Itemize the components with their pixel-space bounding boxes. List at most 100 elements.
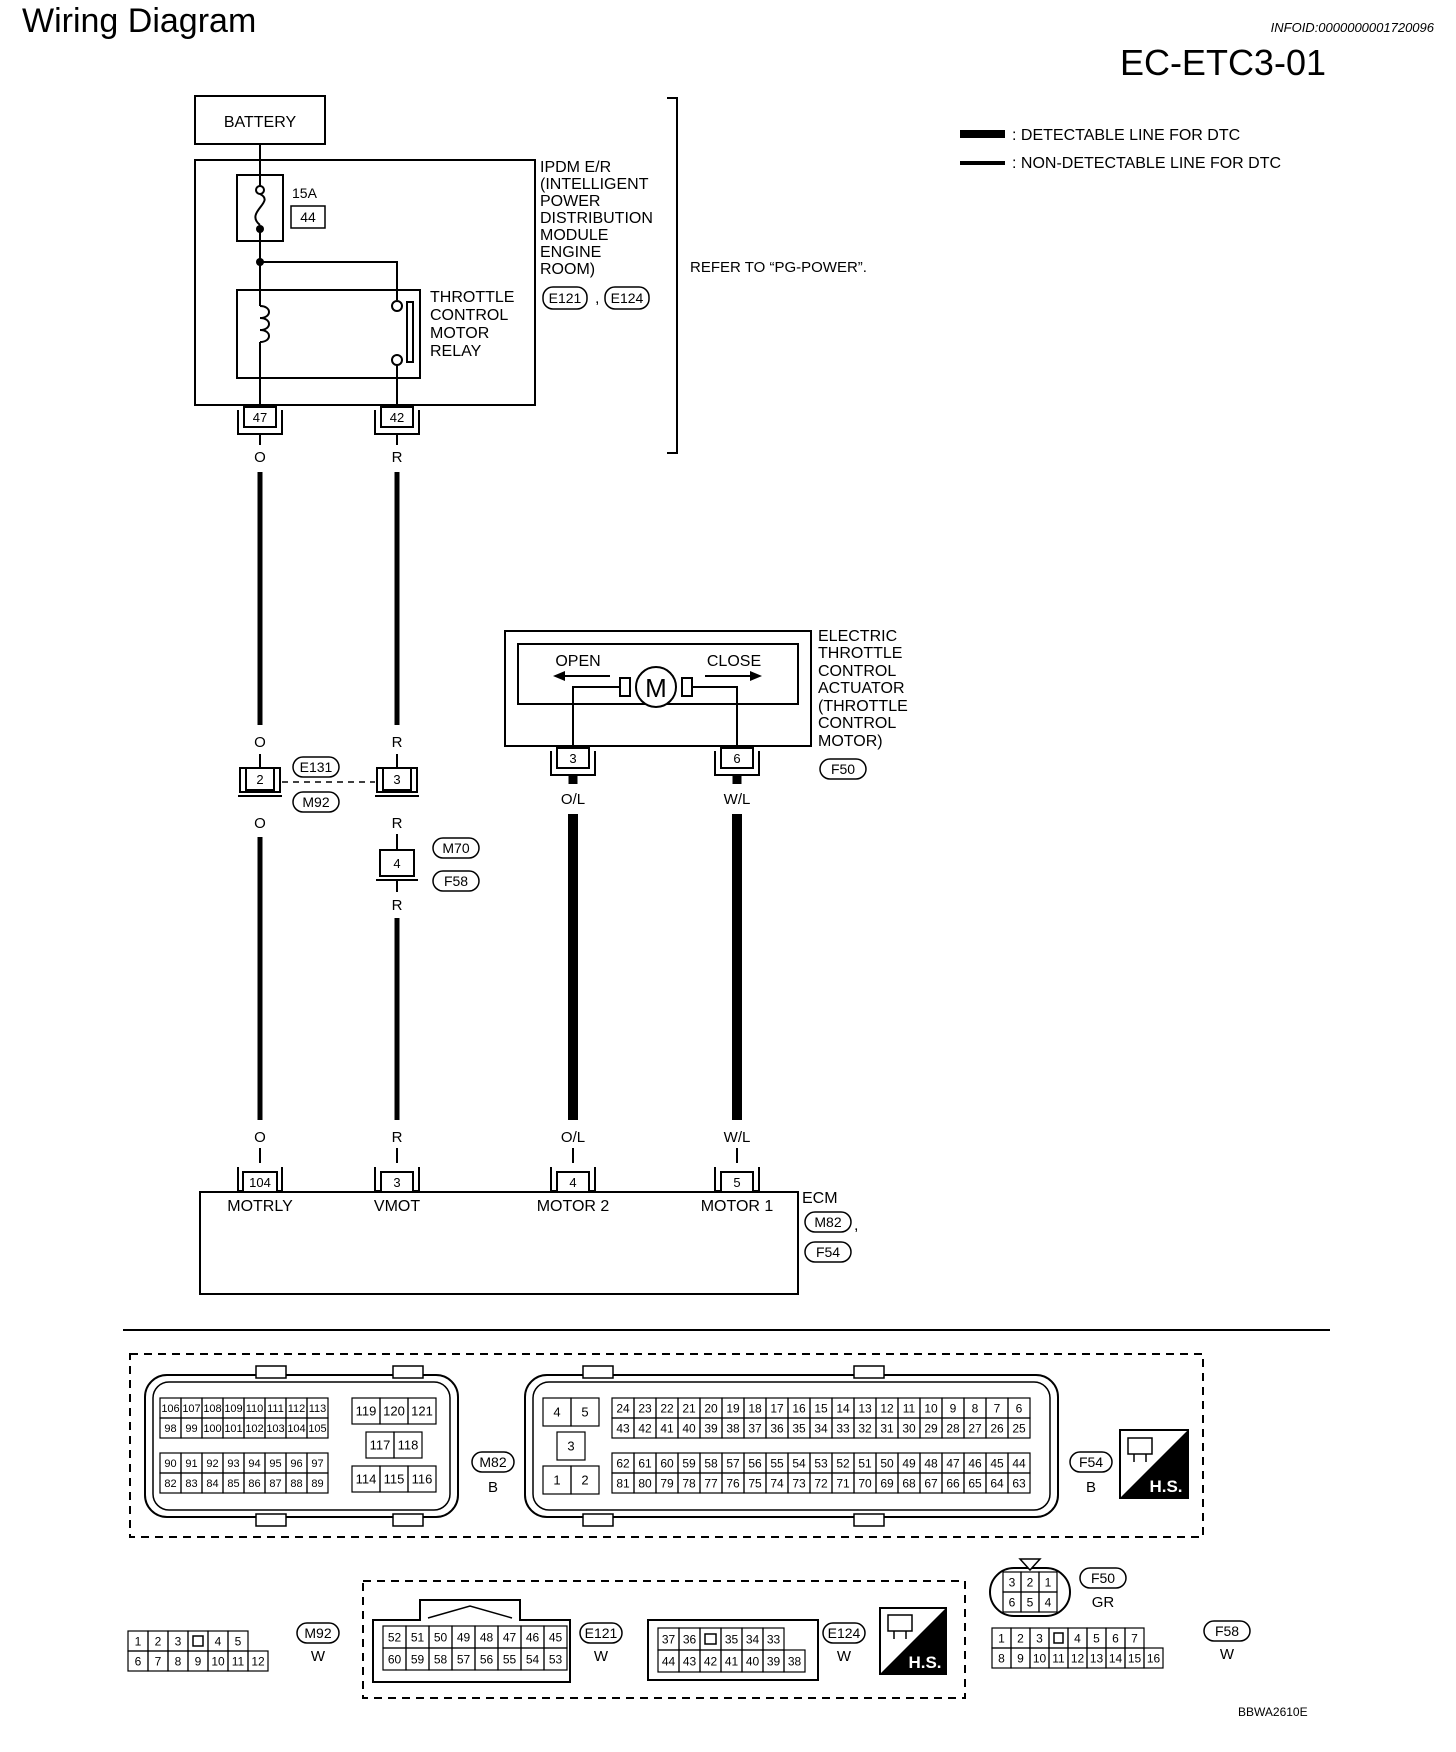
terminal-number: 103 [266, 1423, 284, 1435]
svg-text:4: 4 [569, 1175, 576, 1190]
actuator-label: ELECTRIC THROTTLE CONTROL ACTUATOR (THRO… [818, 628, 912, 750]
terminal-number: 33 [767, 1632, 781, 1646]
m92-view-color: W [311, 1648, 326, 1665]
terminal-number: 34 [814, 1421, 828, 1435]
terminal-number: 58 [704, 1456, 718, 1470]
terminal-number: 56 [748, 1456, 762, 1470]
terminal-number: 113 [309, 1403, 327, 1415]
relay-label: THROTTLE CONTROL MOTOR RELAY [430, 289, 519, 360]
terminal-number: 24 [616, 1401, 630, 1415]
terminal-number: 58 [434, 1652, 448, 1666]
terminal-number: 50 [434, 1630, 448, 1644]
terminal-number: 5 [1027, 1595, 1034, 1609]
terminal-number: 53 [549, 1652, 563, 1666]
terminal-number: 17 [770, 1401, 784, 1415]
terminal-number: 59 [682, 1456, 696, 1470]
terminal-number: 88 [290, 1478, 302, 1490]
close-label: CLOSE [707, 653, 761, 670]
terminal-number: 55 [503, 1652, 517, 1666]
terminal-cell [783, 1649, 806, 1673]
terminal-number: 11 [903, 1401, 916, 1415]
terminal-number: 47 [946, 1456, 960, 1470]
terminal-number: 1 [135, 1634, 142, 1648]
terminal-number: 13 [1090, 1651, 1104, 1665]
terminal-number: 101 [224, 1423, 242, 1435]
wire-color-r-5: R [392, 1129, 403, 1146]
terminal-number: 35 [725, 1632, 739, 1646]
terminal-number: 100 [203, 1423, 221, 1435]
junction2-connector-f58: F58 [444, 873, 468, 889]
terminal-number: 5 [581, 1405, 588, 1420]
terminal-cell [556, 1431, 586, 1461]
terminal-number: 33 [836, 1421, 850, 1435]
terminal-number: 16 [792, 1401, 806, 1415]
terminal-number: 75 [748, 1476, 762, 1490]
svg-text:2: 2 [256, 772, 263, 787]
wire-color-o-1: O [254, 449, 266, 466]
wire-color-r-3: R [392, 815, 403, 832]
e121-view-name: E121 [585, 1625, 618, 1641]
ipdm-connector-views-group [362, 1580, 966, 1699]
e124-view-name: E124 [828, 1625, 861, 1641]
terminal-number: 79 [660, 1476, 674, 1490]
terminal-number: 12 [1071, 1651, 1085, 1665]
terminal-number: 116 [412, 1472, 433, 1487]
terminal-number: 21 [682, 1401, 696, 1415]
terminal-number: 32 [858, 1421, 872, 1435]
terminal-number: 92 [206, 1458, 218, 1470]
ecm-pin-5: 5 [714, 1167, 760, 1193]
wire-color-r-1: R [392, 449, 403, 466]
terminal-number: 51 [411, 1630, 425, 1644]
terminal-number: 48 [924, 1456, 938, 1470]
terminal-number: 3 [1036, 1631, 1043, 1645]
ecm-connector-separator: , [854, 1217, 858, 1234]
terminal-number: 29 [924, 1421, 938, 1435]
terminal-number: 4 [1074, 1631, 1081, 1645]
f58-view-name: F58 [1215, 1623, 1239, 1639]
terminal-cell [543, 1647, 568, 1671]
terminal-number: 57 [726, 1456, 740, 1470]
terminal-cell [407, 1397, 437, 1425]
wire-color-wl-1: W/L [724, 791, 751, 808]
wire-color-o-2: O [254, 734, 266, 751]
terminal-number: 2 [581, 1473, 588, 1488]
terminal-number: 44 [662, 1654, 676, 1668]
terminal-number: 34 [746, 1632, 760, 1646]
terminal-number: 9 [1017, 1651, 1024, 1665]
terminal-number: 6 [1009, 1595, 1016, 1609]
terminal-number: 50 [880, 1456, 894, 1470]
terminal-number: 44 [1012, 1456, 1026, 1470]
ecm-module: MOTRLY VMOT MOTOR 2 MOTOR 1 ECM M82 , F5… [199, 1190, 858, 1295]
fuse-number-box [290, 205, 326, 229]
terminal-number: 102 [245, 1423, 263, 1435]
ecm-box [199, 1191, 799, 1295]
legend: : DETECTABLE LINE FOR DTC : NON-DETECTAB… [960, 127, 1281, 172]
m82-view-color: B [488, 1479, 498, 1496]
terminal-number: 40 [746, 1654, 760, 1668]
terminal-number: 42 [704, 1654, 718, 1668]
section-code: EC-ETC3-01 [1119, 42, 1326, 83]
terminal-number: 115 [384, 1472, 405, 1487]
terminal-number: 76 [726, 1476, 740, 1490]
f50-view-color: GR [1092, 1594, 1115, 1611]
terminal-number: 71 [836, 1476, 850, 1490]
terminal-number: 27 [968, 1421, 982, 1435]
terminal-number: 120 [383, 1404, 405, 1419]
terminal-number: 109 [224, 1403, 242, 1415]
terminal-number: 26 [990, 1421, 1004, 1435]
terminal-number: 10 [924, 1401, 938, 1415]
wire-color-o-3: O [254, 815, 266, 832]
terminal-number: 119 [356, 1404, 377, 1419]
ecm-terminal-vmot: VMOT [374, 1198, 420, 1215]
terminal-number: 49 [902, 1456, 916, 1470]
fuse-icon [254, 193, 266, 226]
